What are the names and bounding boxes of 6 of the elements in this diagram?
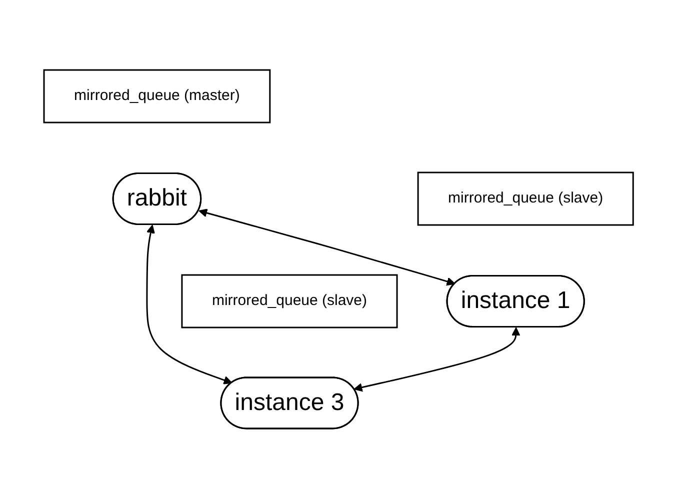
arrow — [354, 327, 520, 392]
arrow — [146, 224, 232, 384]
node-box: mirrored_queue (slave) — [417, 172, 634, 226]
node-box: mirrored_queue (master) — [43, 69, 271, 123]
arrow — [198, 208, 456, 286]
node-box: mirrored_queue (slave) — [181, 274, 398, 328]
